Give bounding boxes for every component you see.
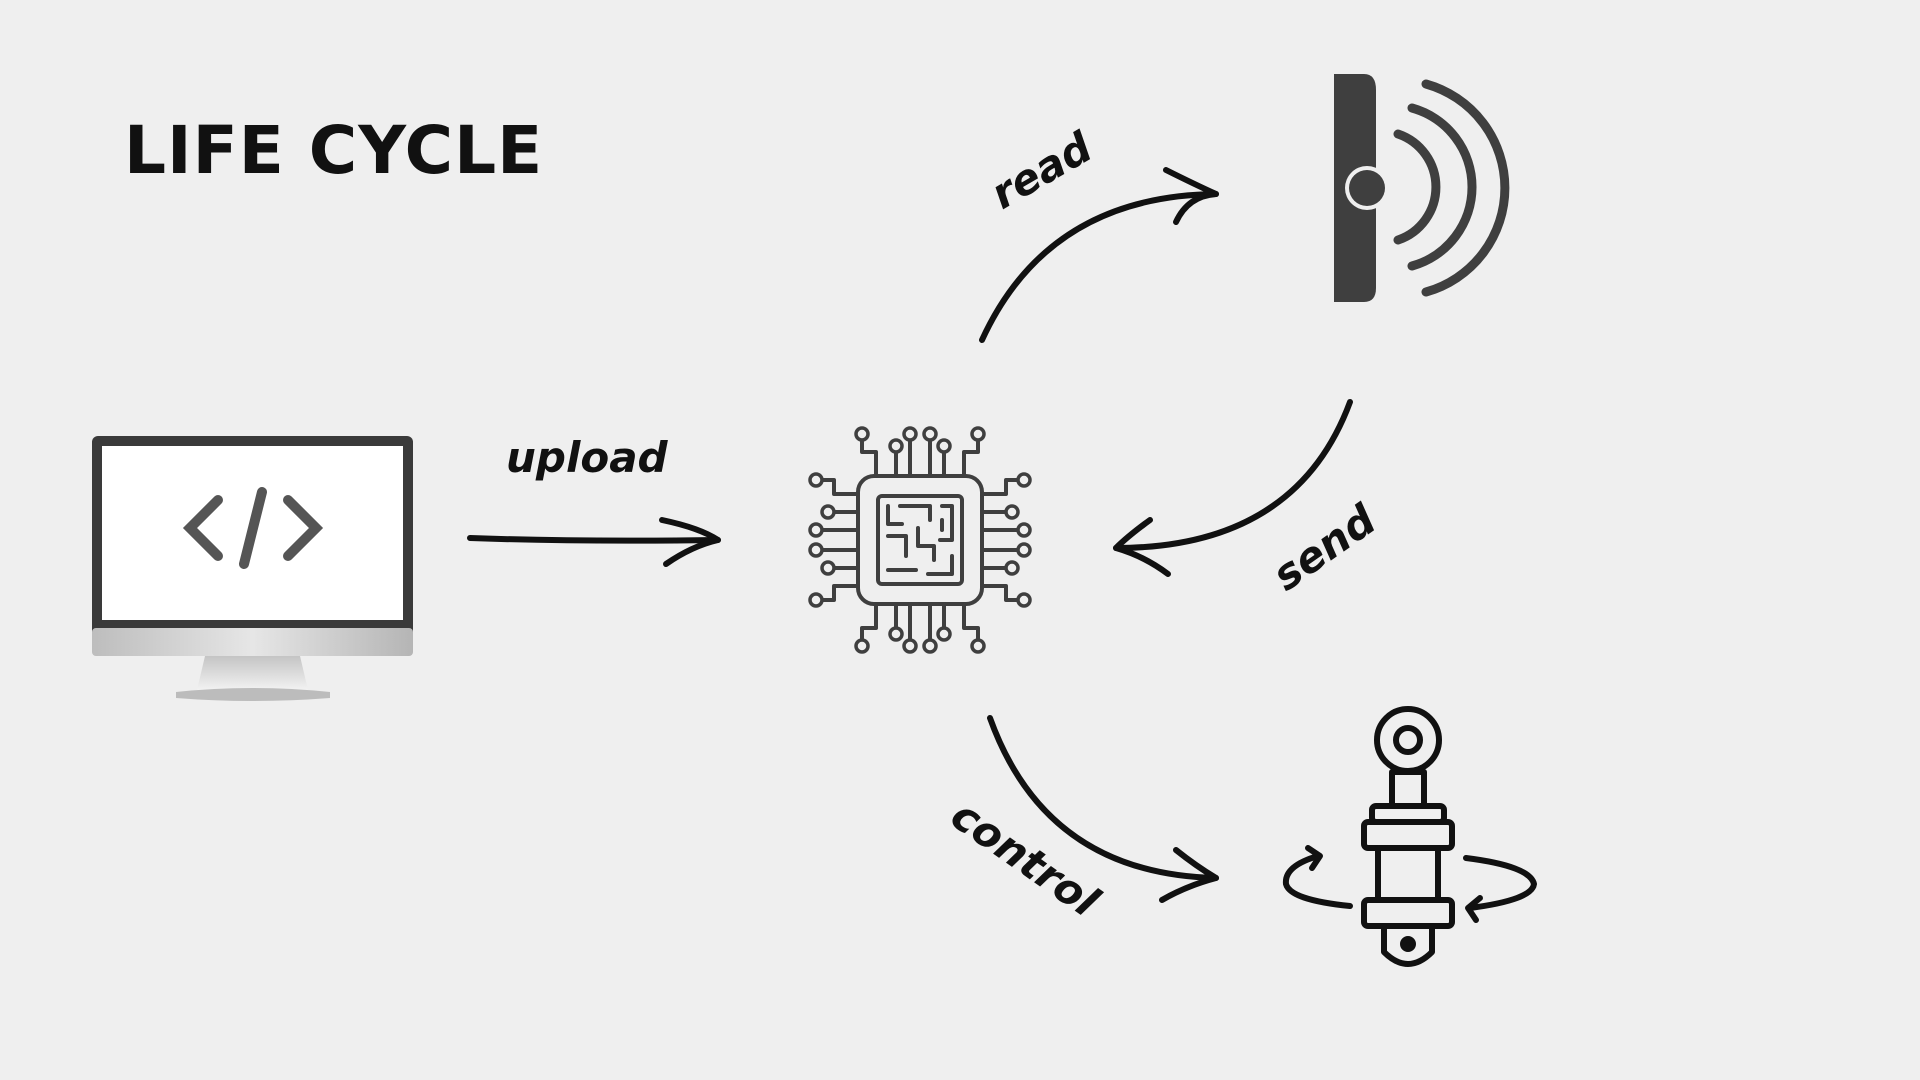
rotary-actuator-icon <box>1282 706 1537 967</box>
microchip-pin-pads <box>808 426 1032 654</box>
arrow-read <box>979 167 1219 343</box>
monitor-code-icon <box>92 436 413 701</box>
page-title: LIFE CYCLE <box>124 112 544 189</box>
microchip-icon <box>814 432 1026 648</box>
arrow-control <box>987 715 1219 903</box>
label-upload: upload <box>506 433 669 482</box>
wireless-sensor-icon <box>1334 74 1510 302</box>
label-read: read <box>983 122 1101 219</box>
arrow-send <box>1113 399 1353 577</box>
label-control: control <box>942 790 1108 927</box>
label-send: send <box>1264 494 1386 600</box>
arrow-upload <box>467 517 721 567</box>
